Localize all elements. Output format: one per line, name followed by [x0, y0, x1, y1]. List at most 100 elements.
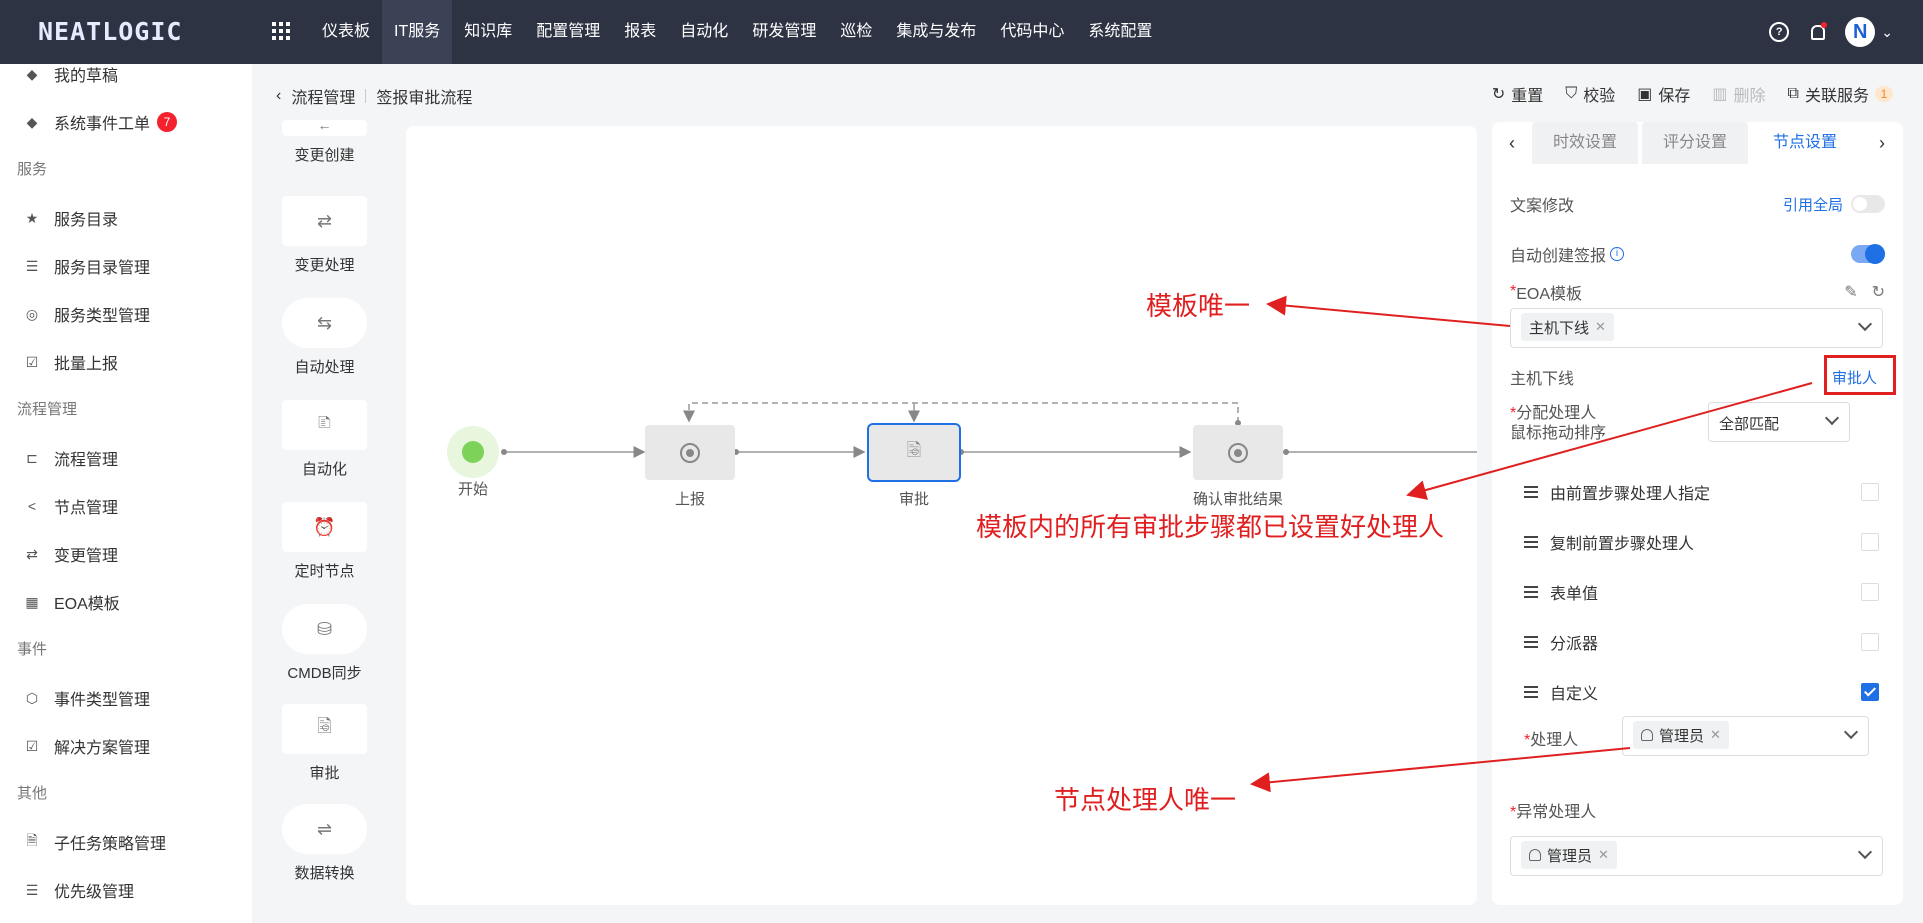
option-checkbox[interactable]	[1861, 533, 1879, 551]
database-icon: ⛁	[316, 618, 333, 639]
drag-handle-icon[interactable]	[1524, 486, 1538, 498]
sidebar-item-event-type[interactable]: ⬡事件类型管理	[25, 689, 151, 710]
edge-confirm-back-report	[683, 402, 1239, 423]
chevron-down-icon	[1857, 844, 1873, 860]
cite-global-toggle[interactable]	[1851, 195, 1885, 213]
close-icon[interactable]: ✕	[1595, 319, 1606, 334]
chevron-down-icon	[1824, 410, 1840, 426]
sidebar-item-service-type[interactable]: ◎服务类型管理	[25, 305, 151, 326]
nav-item-inspection[interactable]: 巡检	[840, 23, 873, 40]
handler-select[interactable]: 管理员✕	[1622, 716, 1869, 756]
cite-global-link[interactable]: 引用全局	[1782, 196, 1843, 214]
avatar[interactable]	[1845, 17, 1876, 47]
nav-item-config-mgmt[interactable]: 配置管理	[536, 23, 601, 40]
annotation-all-steps-set: 模板内的所有审批步骤都已设置好处理人	[976, 512, 1445, 542]
handler-tag: 管理员✕	[1633, 721, 1729, 749]
palette-item-change-create[interactable]: ← 变更创建	[282, 120, 367, 165]
match-mode-select[interactable]: 全部匹配	[1708, 402, 1850, 442]
sidebar-item-node-mgmt[interactable]: <节点管理	[0, 482, 252, 530]
close-icon[interactable]: ✕	[1710, 727, 1721, 742]
palette-item-timer[interactable]: ⏰ 定时节点	[282, 502, 367, 581]
exchange-icon: ⇆	[316, 312, 333, 333]
palette-item-change-handle[interactable]: ⇄ 变更处理	[282, 196, 367, 275]
approver-link[interactable]: 审批人	[1831, 369, 1877, 387]
palette-item-automation[interactable]: 🗈 自动化	[282, 400, 367, 479]
chevron-down-icon[interactable]: ⌄	[1881, 23, 1893, 40]
sidebar-item-catalog-mgmt[interactable]: ☰服务目录管理	[25, 257, 151, 278]
breadcrumb-parent[interactable]: 流程管理	[291, 90, 356, 107]
sidebar-item-priority-mgmt[interactable]: ☰优先级管理	[25, 881, 135, 902]
option-checkbox[interactable]	[1861, 633, 1879, 651]
swap-icon: ⇄	[316, 210, 333, 231]
nav-item-integration[interactable]: 集成与发布	[896, 23, 977, 40]
palette-item-data-convert[interactable]: ⇌ 数据转换	[282, 804, 367, 883]
flow-node-approve[interactable]: 🗟 审批	[867, 423, 961, 509]
compass-icon: ◎	[25, 305, 39, 322]
edit-icon[interactable]: ✎	[1844, 284, 1858, 301]
nav-item-code-center[interactable]: 代码中心	[1000, 23, 1065, 40]
back-icon[interactable]: ‹	[276, 87, 282, 104]
chevron-left-icon[interactable]: ‹	[1509, 133, 1515, 153]
option-row-dispatcher: 分派器	[1524, 622, 1885, 662]
chevron-down-icon	[1843, 724, 1859, 740]
eoa-template-select[interactable]: 主机下线✕	[1510, 308, 1883, 348]
nav-item-system-config[interactable]: 系统配置	[1088, 23, 1153, 40]
alarm-clock-icon: ⏰	[313, 516, 336, 537]
close-icon[interactable]: ✕	[1598, 847, 1609, 862]
palette-item-approve[interactable]: 🗟 审批	[282, 704, 367, 783]
sidebar-item-eoa-template[interactable]: ▦EOA模板	[25, 593, 120, 614]
eoa-template-tag: 主机下线✕	[1521, 313, 1614, 341]
exception-handler-select[interactable]: 管理员✕	[1510, 836, 1883, 876]
flow-icon: ⊏	[26, 449, 38, 466]
bell-icon[interactable]	[1809, 22, 1828, 41]
help-icon[interactable]: ?	[1769, 22, 1790, 42]
approval-doc-icon: 🗟	[317, 716, 332, 736]
drag-handle-icon[interactable]	[1524, 636, 1538, 648]
notification-dot	[1821, 22, 1828, 28]
option-checkbox-checked[interactable]	[1861, 683, 1879, 701]
auto-create-row: 自动创建签报 i	[1510, 242, 1885, 266]
sidebar-item-service-catalog[interactable]: ★服务目录	[25, 209, 119, 230]
sidebar-item-drafts[interactable]: ◆我的草稿	[0, 64, 252, 98]
swap-icon: ⇄	[26, 545, 38, 562]
validate-button[interactable]: ⛉校验	[1565, 85, 1616, 105]
tab-node-settings[interactable]: 节点设置	[1752, 122, 1859, 164]
flow-node-start[interactable]: 开始	[447, 426, 499, 499]
nav-item-dashboard[interactable]: 仪表板	[322, 23, 371, 40]
option-checkbox[interactable]	[1861, 483, 1879, 501]
option-checkbox[interactable]	[1861, 583, 1879, 601]
drag-handle-icon[interactable]	[1524, 536, 1538, 548]
palette-item-cmdb-sync[interactable]: ⛁ CMDB同步	[282, 604, 367, 683]
nav-item-rd-mgmt[interactable]: 研发管理	[752, 23, 817, 40]
palette-item-auto-process[interactable]: ⇆ 自动处理	[282, 298, 367, 377]
reset-button[interactable]: ↻重置	[1491, 86, 1544, 105]
sidebar-item-flow-mgmt[interactable]: ⊏流程管理	[0, 434, 252, 482]
flow-node-confirm[interactable]: 确认审批结果	[1193, 425, 1303, 509]
sidebar-item-batch-report[interactable]: ☑批量上报	[25, 353, 119, 374]
sidebar-item-solution-mgmt[interactable]: ☑解决方案管理	[25, 737, 151, 758]
tab-timing[interactable]: 时效设置	[1532, 122, 1639, 164]
chevron-down-icon	[1857, 316, 1873, 332]
nav-item-knowledge[interactable]: 知识库	[464, 23, 513, 40]
nav-item-reports[interactable]: 报表	[624, 23, 657, 40]
apps-grid-icon[interactable]	[272, 22, 290, 40]
grid-icon: ▦	[25, 593, 39, 610]
auto-create-toggle[interactable]	[1851, 244, 1885, 264]
sidebar-item-subtask-policy[interactable]: 🗎子任务策略管理	[0, 818, 252, 866]
nav-item-automation[interactable]: 自动化	[680, 23, 729, 40]
delete-button[interactable]: ▥删除	[1712, 86, 1766, 105]
nav-item-it-service[interactable]: IT服务	[382, 0, 453, 64]
flow-node-report[interactable]: 上报	[645, 425, 735, 509]
drag-handle-icon[interactable]	[1524, 686, 1538, 698]
chevron-right-icon[interactable]: ›	[1879, 133, 1886, 153]
sidebar-item-change-mgmt[interactable]: ⇄变更管理	[0, 530, 252, 578]
sidebar-group-event: 事件	[17, 641, 48, 658]
tab-rating[interactable]: 评分设置	[1642, 122, 1749, 164]
drag-handle-icon[interactable]	[1524, 586, 1538, 598]
arrow-left-icon: ←	[317, 120, 332, 133]
save-button[interactable]: ▣保存	[1637, 86, 1691, 105]
refresh-icon[interactable]: ↻	[1871, 284, 1885, 301]
